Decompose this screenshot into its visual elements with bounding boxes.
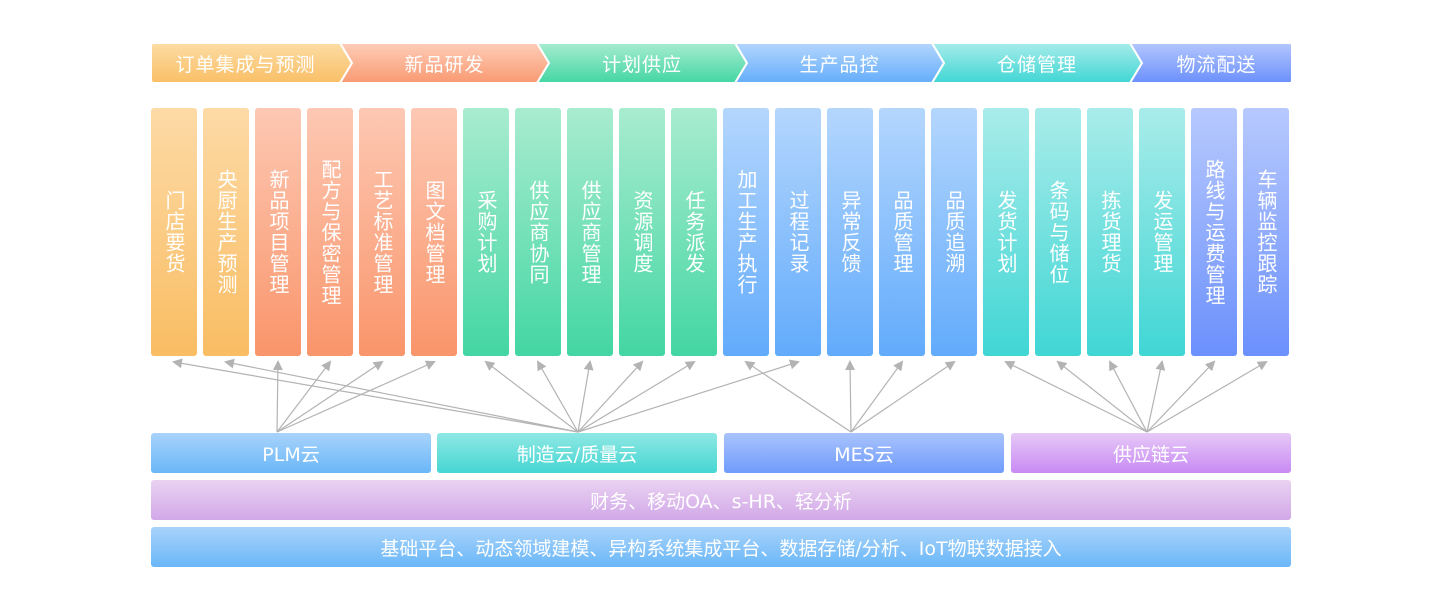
stage-chevron (1128, 43, 1291, 83)
stage-chevron (733, 43, 946, 83)
module-label: 加工生产执行 (734, 169, 758, 295)
connection-arrow (1004, 361, 1148, 433)
cloud-label: PLM云 (262, 443, 320, 466)
module-column: 发运管理 (1139, 108, 1185, 356)
module-label: 发运管理 (1150, 190, 1174, 274)
connection-arrow (845, 360, 856, 433)
stage-label: 物流配送 (1176, 53, 1257, 76)
module-column: 供应商管理 (567, 108, 613, 356)
module-column: 拣货理货 (1087, 108, 1133, 356)
module-label: 过程记录 (786, 190, 810, 274)
module-column: 条码与储位 (1035, 108, 1081, 356)
module-label: 发货计划 (994, 190, 1018, 274)
stage-label: 生产品控 (799, 53, 880, 76)
connection-arrow (276, 360, 436, 433)
stage-label: 仓储管理 (996, 53, 1077, 76)
module-label: 门店要货 (162, 190, 186, 274)
cloud-box: 供应链云 (1011, 433, 1291, 473)
connection-arrow (484, 360, 579, 433)
stage-chevron (930, 43, 1144, 83)
module-label: 任务派发 (682, 190, 706, 274)
connection-arrow (1146, 360, 1166, 433)
stage-label: 新品研发 (404, 53, 485, 76)
module-column: 供应商协同 (515, 108, 561, 356)
module-label: 资源调度 (630, 190, 654, 274)
module-label: 车辆监控跟踪 (1254, 169, 1278, 295)
connection-arrow (1056, 360, 1148, 433)
module-column: 过程记录 (775, 108, 821, 356)
connection-arrow (224, 358, 579, 433)
connection-arrow (577, 360, 594, 433)
connection-arrow (577, 360, 644, 433)
module-label: 工艺标准管理 (370, 169, 394, 295)
module-label: 供应商协同 (526, 179, 550, 285)
module-label: 央厨生产预测 (214, 169, 238, 295)
module-column: 采购计划 (463, 108, 509, 356)
module-label: 品质追溯 (942, 190, 966, 274)
module-label: 图文档管理 (422, 179, 446, 285)
module-column: 门店要货 (151, 108, 197, 356)
module-column: 品质追溯 (931, 108, 977, 356)
connection-arrow (272, 360, 283, 433)
cloud-box: PLM云 (151, 433, 431, 473)
common-services-label: 财务、移动OA、s-HR、轻分析 (590, 490, 852, 513)
connection-arrow (850, 360, 904, 433)
connection-arrow (276, 360, 332, 433)
module-column: 发货计划 (983, 108, 1029, 356)
module-column: 图文档管理 (411, 108, 457, 356)
connection-arrow (537, 360, 579, 433)
connection-arrow (1146, 360, 1216, 433)
module-label: 路线与运费管理 (1202, 158, 1226, 306)
module-label: 异常反馈 (838, 190, 862, 274)
stage-chevron (535, 43, 749, 83)
module-column: 工艺标准管理 (359, 108, 405, 356)
module-label: 供应商管理 (578, 179, 602, 285)
foundation-platform-layer: 基础平台、动态领域建模、异构系统集成平台、数据存储/分析、IoT物联数据接入 (151, 527, 1291, 567)
connection-arrow (577, 359, 800, 433)
connection-arrow (276, 360, 384, 433)
stage-label: 计划供应 (601, 53, 682, 76)
module-column: 品质管理 (879, 108, 925, 356)
cloud-label: 供应链云 (1112, 443, 1189, 466)
stage-chevrons (151, 43, 1291, 83)
cloud-label: 制造云/质量云 (516, 443, 638, 466)
module-column: 异常反馈 (827, 108, 873, 356)
module-column: 任务派发 (671, 108, 717, 356)
module-label: 新品项目管理 (266, 169, 290, 295)
common-services-layer: 财务、移动OA、s-HR、轻分析 (151, 480, 1291, 520)
module-label: 品质管理 (890, 190, 914, 274)
module-column: 加工生产执行 (723, 108, 769, 356)
cloud-label: MES云 (834, 443, 894, 466)
connection-arrow (850, 360, 956, 433)
module-label: 拣货理货 (1098, 190, 1122, 274)
module-label: 条码与储位 (1046, 179, 1070, 285)
connection-arrow (1109, 360, 1148, 433)
module-label: 配方与保密管理 (318, 158, 342, 306)
module-column: 路线与运费管理 (1191, 108, 1237, 356)
module-column: 资源调度 (619, 108, 665, 356)
module-column: 车辆监控跟踪 (1243, 108, 1289, 356)
connection-arrow (577, 360, 696, 433)
module-column: 新品项目管理 (255, 108, 301, 356)
module-column: 央厨生产预测 (203, 108, 249, 356)
connection-arrow (744, 360, 852, 433)
connection-arrow (172, 358, 579, 433)
cloud-box: MES云 (724, 433, 1004, 473)
process-stage-bar: 订单集成与预测 新品研发 计划供应 生产品控 仓储管理 物流配送 (151, 43, 1291, 83)
foundation-platform-label: 基础平台、动态领域建模、异构系统集成平台、数据存储/分析、IoT物联数据接入 (380, 537, 1062, 560)
module-label: 采购计划 (474, 190, 498, 274)
cloud-box: 制造云/质量云 (437, 433, 717, 473)
connection-arrow (1146, 360, 1268, 433)
module-column: 配方与保密管理 (307, 108, 353, 356)
stage-label: 订单集成与预测 (175, 53, 316, 76)
stage-chevron (338, 43, 551, 83)
